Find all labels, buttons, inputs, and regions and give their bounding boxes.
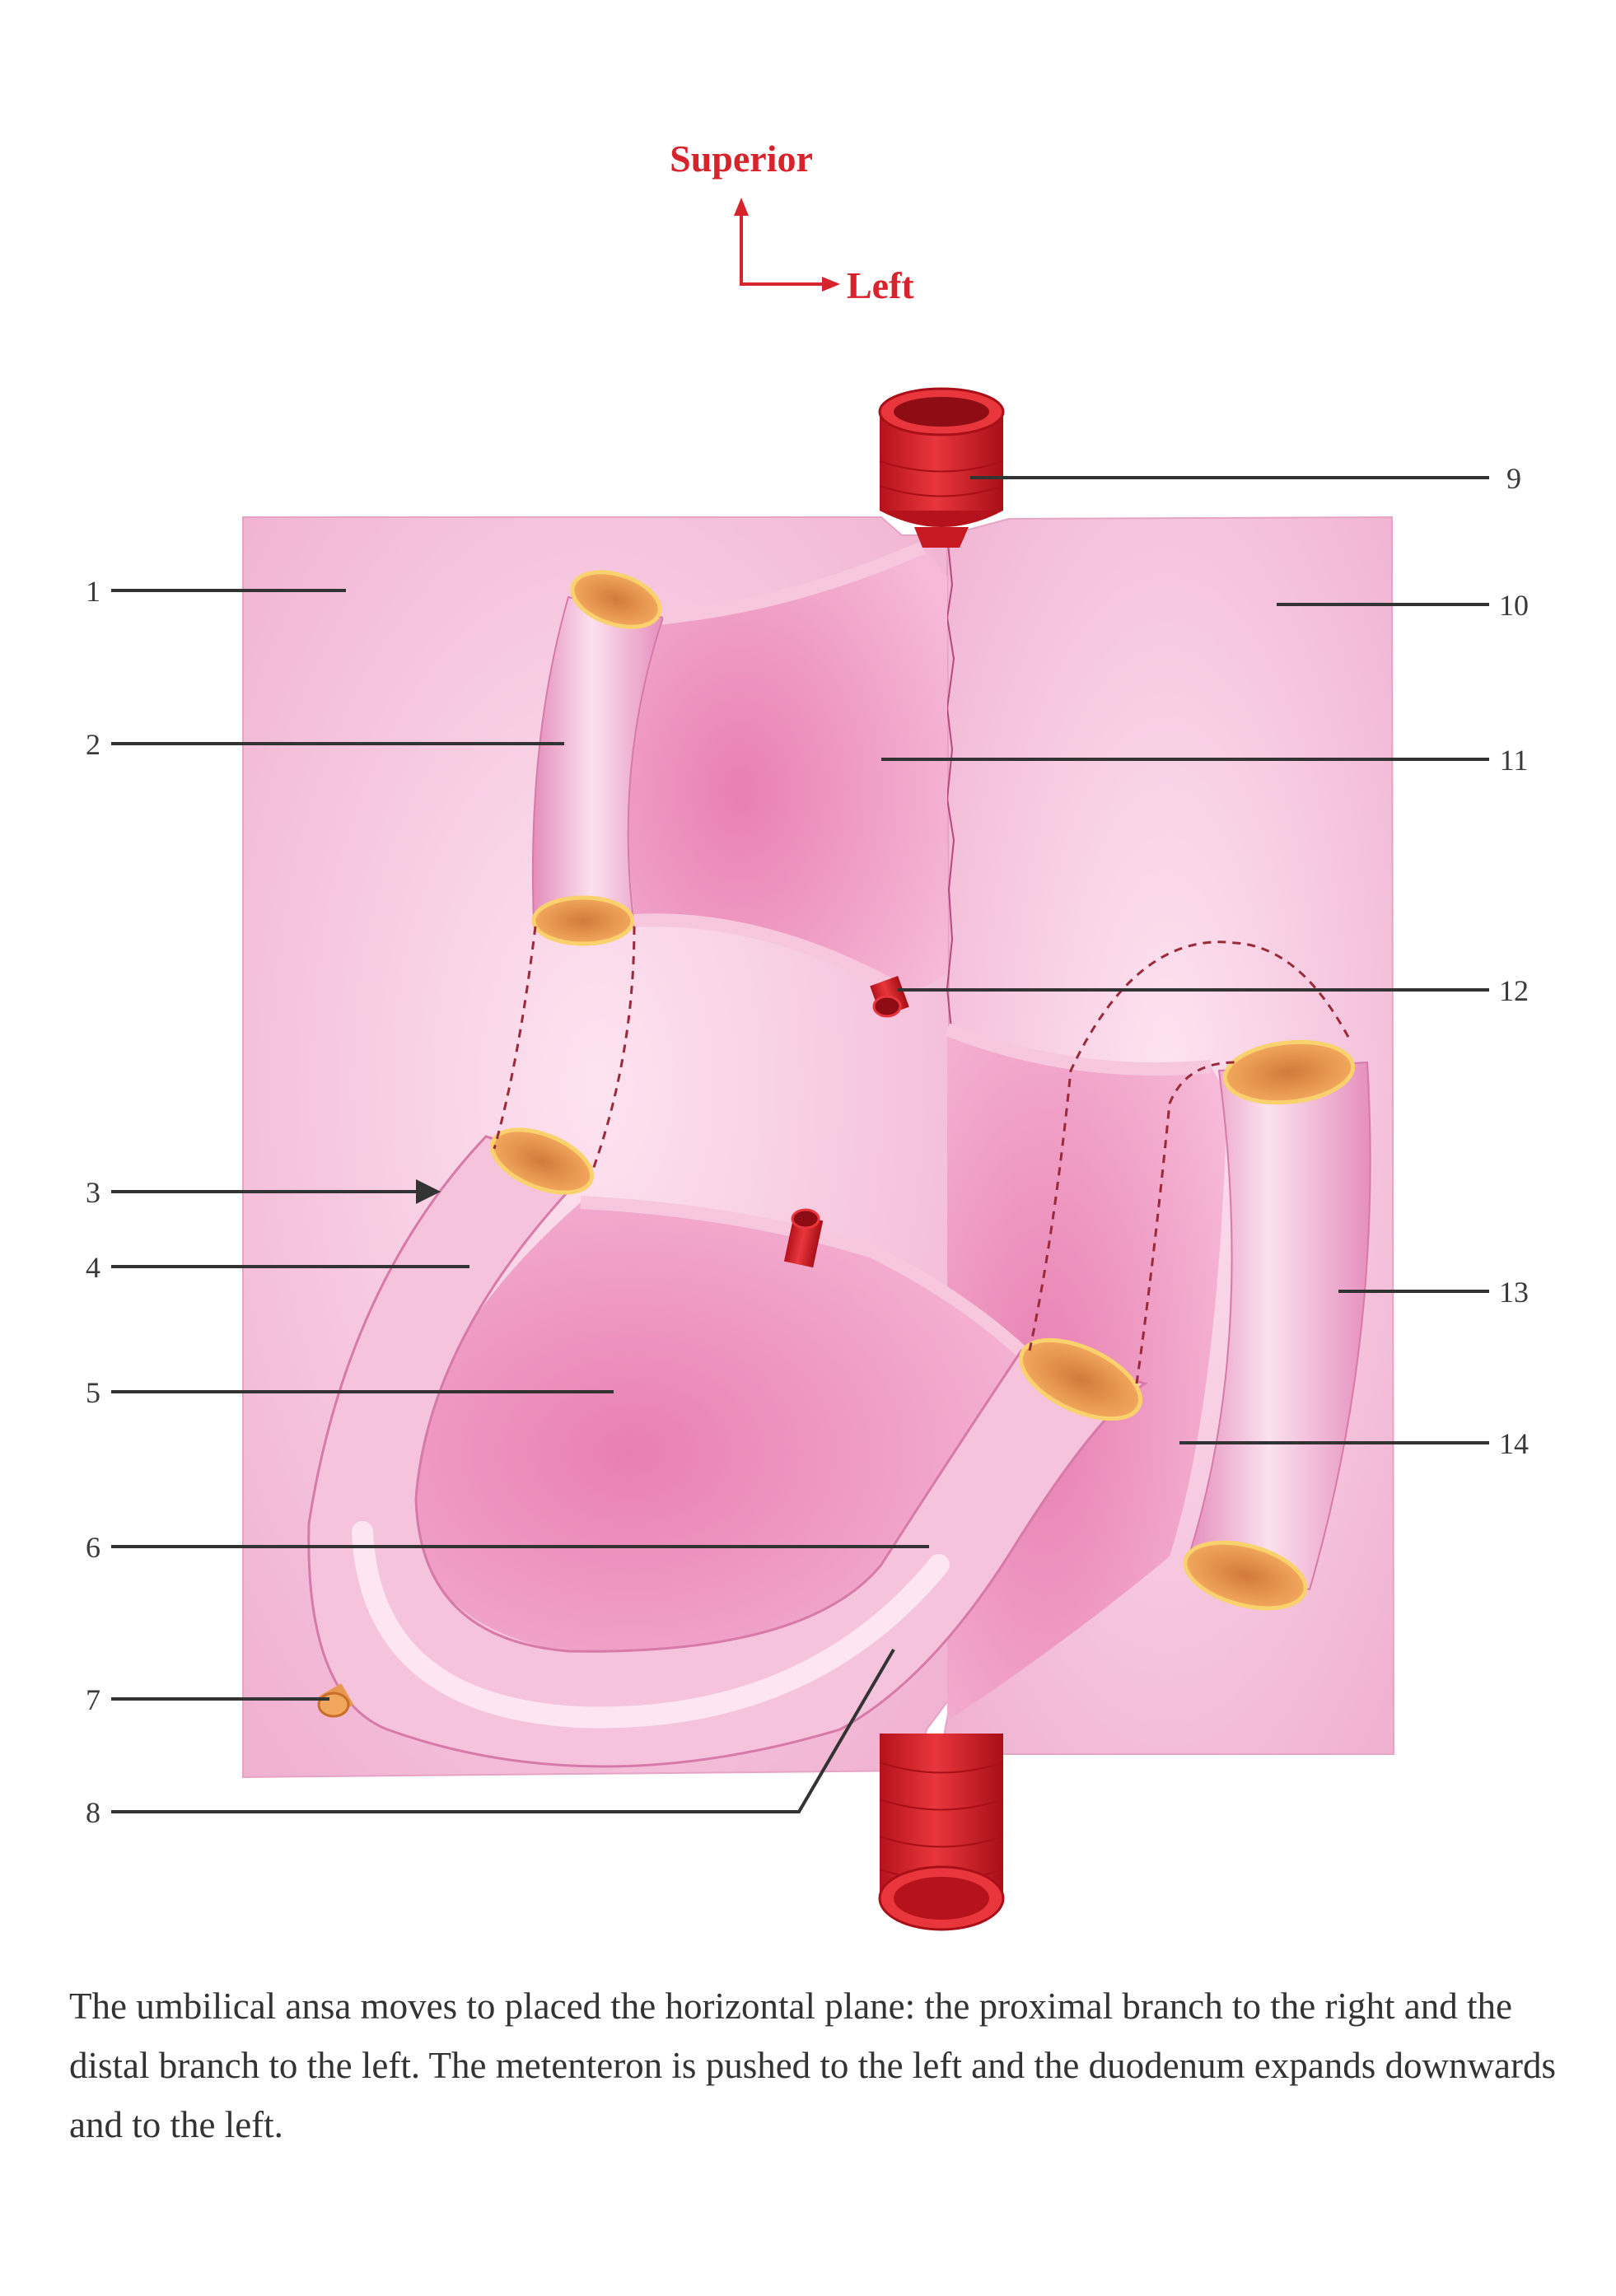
- embryo-gut-rotation-diagram: Superior Left: [86, 138, 1529, 1931]
- leader-line-8: [111, 1648, 895, 1813]
- label-4: 4: [86, 1251, 100, 1284]
- aorta-lower: [878, 1734, 1005, 1931]
- cut-end-upper-top: [570, 570, 662, 629]
- vessel-lower-mesentery: [783, 1208, 824, 1268]
- label-3: 3: [86, 1176, 100, 1209]
- label-group: 1 2 3 4 5 6 7 8 9 10 11 12 13 14: [86, 462, 1529, 1829]
- label-9: 9: [1506, 462, 1521, 495]
- label-10: 10: [1499, 589, 1529, 622]
- arrow-right-icon: [822, 277, 840, 292]
- orientation-marker: Superior Left: [670, 138, 914, 306]
- label-1: 1: [86, 575, 100, 608]
- umbilical-ansa: [307, 1135, 1148, 1768]
- aorta-upper: [878, 387, 1005, 548]
- label-14: 14: [1499, 1427, 1529, 1460]
- figure-caption: The umbilical ansa moves to placed the h…: [69, 1986, 1556, 2145]
- dashed-outline-right: [1028, 940, 1352, 1384]
- label-6: 6: [86, 1531, 100, 1564]
- label-13: 13: [1499, 1276, 1529, 1309]
- orientation-axes: [740, 210, 828, 286]
- arrow-pointer-icon: [416, 1179, 441, 1204]
- cut-end-ansa-distal: [1019, 1337, 1142, 1421]
- orientation-left: Left: [847, 264, 914, 306]
- lower-mesentery-sheet: [412, 1202, 1038, 1656]
- arrow-up-icon: [734, 198, 749, 216]
- upper-mesentery-sheet: [628, 548, 947, 988]
- leader-lines: [111, 476, 1489, 1813]
- cut-end-ansa-proximal: [489, 1127, 595, 1195]
- vessel-12: [870, 976, 909, 1018]
- label-2: 2: [86, 728, 100, 761]
- label-8: 8: [86, 1796, 100, 1829]
- gut-tube-right: [1184, 1061, 1371, 1591]
- label-7: 7: [86, 1683, 100, 1716]
- label-5: 5: [86, 1376, 100, 1409]
- cut-end-right-bottom: [1183, 1540, 1308, 1611]
- dashed-outline-left: [493, 926, 636, 1170]
- label-11: 11: [1500, 744, 1529, 777]
- label-12: 12: [1499, 974, 1529, 1007]
- orientation-superior: Superior: [670, 138, 813, 180]
- cut-end-upper-bottom: [531, 895, 635, 946]
- cut-end-right-top: [1222, 1039, 1356, 1105]
